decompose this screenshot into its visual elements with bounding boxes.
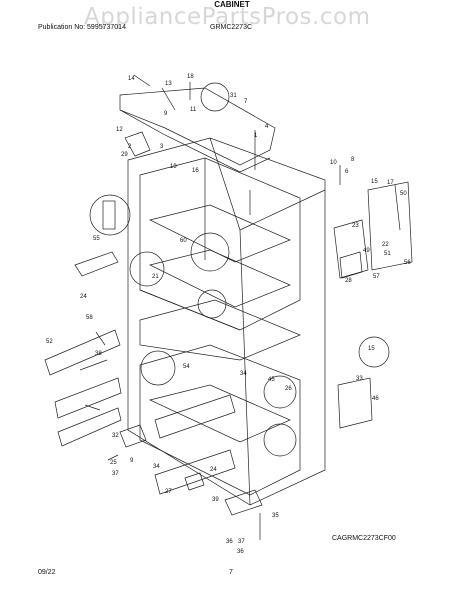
publication-number: Publication No: 5995737014 (38, 24, 126, 31)
detail-circle-45 (358, 336, 390, 368)
callout-number: 18 (187, 74, 194, 80)
light-lens (74, 251, 119, 277)
callout-number: 24 (80, 294, 87, 300)
callout-number: 56 (404, 260, 411, 266)
hinge-top-left (124, 131, 151, 157)
callout-number: 16 (192, 168, 199, 174)
callout-number: 22 (382, 242, 389, 248)
callout-number: 9 (130, 458, 134, 464)
side-rail-upper (44, 329, 121, 376)
callout-number: 54 (183, 364, 190, 370)
callout-number: 27 (165, 489, 172, 495)
callout-number: 15 (368, 346, 375, 352)
callout-number: 38 (95, 351, 102, 357)
footer-date: 09/22 (38, 569, 56, 576)
callout-number: 36 (237, 549, 244, 555)
detail-circle-33 (140, 350, 176, 386)
control-panel-55 (367, 181, 413, 271)
callout-number: 60 (180, 238, 187, 244)
electrical-box-51 (333, 219, 369, 279)
callout-number: 37 (238, 539, 245, 545)
callout-number: 3 (160, 144, 164, 150)
vent-grille-46 (337, 377, 373, 429)
relay-box-54 (339, 251, 363, 279)
drawer-front-lower (154, 449, 236, 495)
callout-number: 36 (226, 539, 233, 545)
callout-number: 6 (345, 169, 349, 175)
callout-number: 26 (285, 386, 292, 392)
cabinet-shell (127, 137, 326, 506)
section-title: CABINET (214, 0, 250, 9)
callout-number: 15 (371, 179, 378, 185)
shelf-upper (148, 204, 291, 263)
callout-number: 25 (110, 460, 117, 466)
freezer-liner (139, 344, 301, 496)
callout-number: 14 (128, 76, 135, 82)
callout-number: 21 (152, 274, 159, 280)
detail-circle-22 (190, 232, 230, 272)
side-rail-lower (57, 407, 122, 447)
hinge-lower-left (184, 472, 205, 491)
callout-number: 52 (46, 339, 53, 345)
callout-number: 45 (268, 377, 275, 383)
callout-number: 33 (356, 376, 363, 382)
callout-number: 46 (372, 396, 379, 402)
callout-number: 34 (240, 371, 247, 377)
callout-number: 10 (330, 160, 337, 166)
callout-number: 35 (272, 513, 279, 519)
callout-number: 2 (128, 144, 132, 150)
shelf-middle (148, 249, 291, 308)
callout-number: 19 (170, 164, 177, 170)
callout-number: 50 (400, 191, 407, 197)
callout-number: 12 (116, 127, 123, 133)
callout-number: 4 (265, 124, 269, 130)
side-rail-middle (54, 377, 122, 419)
watermark: AppliancePartsPros.com (84, 4, 371, 30)
callout-number: 37 (112, 471, 119, 477)
detail-circle-15-left (89, 194, 131, 236)
callout-number: 58 (86, 315, 93, 321)
detail-circle-31 (200, 82, 230, 112)
hinge-bottom-left (119, 424, 147, 448)
footer-page: 7 (229, 569, 233, 576)
hinge-bottom (224, 489, 263, 516)
detail-circle-15-center (129, 251, 165, 287)
callout-number: 57 (373, 274, 380, 280)
callout-number: 9 (164, 111, 168, 117)
callout-number: 29 (121, 152, 128, 158)
callout-number: 24 (210, 467, 217, 473)
callout-number: 23 (352, 223, 359, 229)
callout-number: 1 (254, 133, 258, 139)
divider-panel (139, 299, 301, 361)
fresh-food-liner (139, 157, 301, 331)
callout-number: 55 (93, 236, 100, 242)
callout-number: 11 (190, 107, 197, 113)
detail-circle-26-lower (263, 423, 297, 457)
detail-circle-26-upper (263, 375, 297, 409)
figure-id: CAGRMC2273CF00 (332, 535, 396, 542)
callout-number: 8 (351, 157, 355, 163)
callout-number: 28 (345, 278, 352, 284)
callout-number: 49 (363, 248, 370, 254)
callout-number: 32 (112, 433, 119, 439)
callout-number: 17 (387, 180, 394, 186)
callout-number: 39 (212, 497, 219, 503)
detail-circle-13 (197, 289, 227, 319)
callout-number: 31 (230, 93, 237, 99)
model-code: GRMC2273C (210, 24, 253, 31)
callout-number: 34 (153, 464, 160, 470)
freezer-shelf (148, 384, 291, 443)
callout-number: 51 (384, 251, 391, 257)
drawer-front-upper (154, 394, 236, 439)
callout-number: 13 (165, 81, 172, 87)
callout-number: 7 (244, 99, 248, 105)
